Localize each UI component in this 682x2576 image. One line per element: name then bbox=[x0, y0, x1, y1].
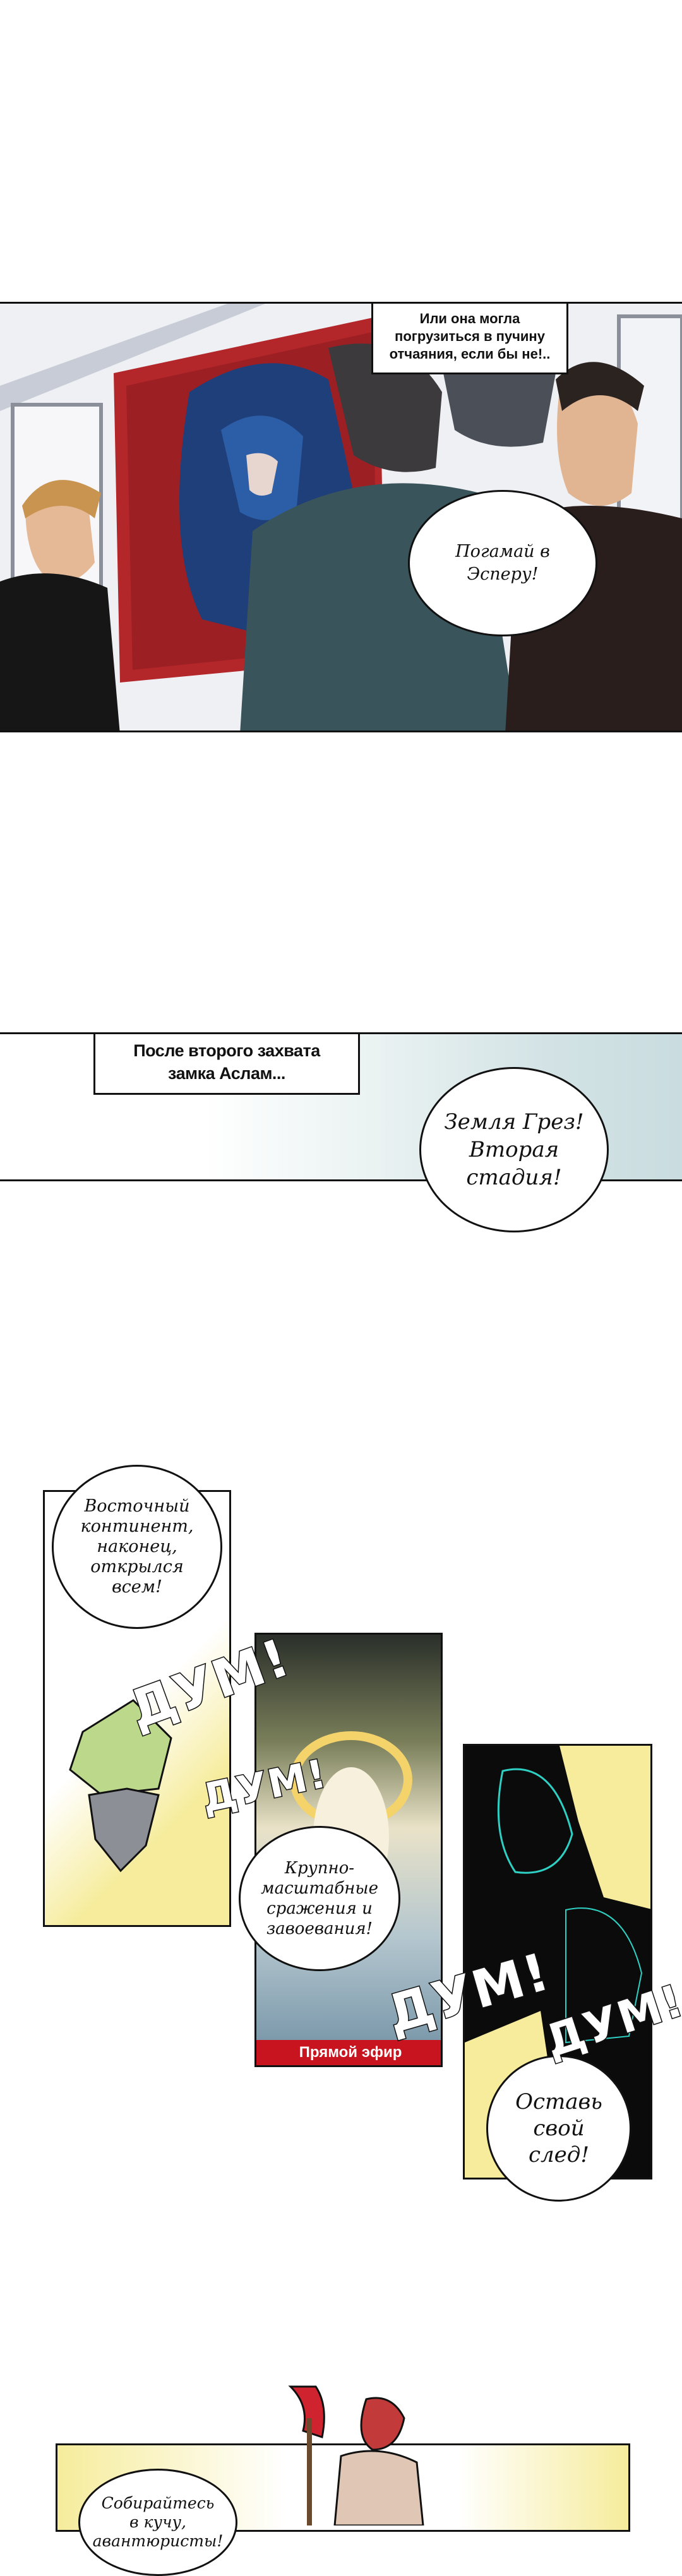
speech-bubble: Крупно- масштабные сражения и завоевания… bbox=[239, 1826, 400, 1971]
warrior-art bbox=[288, 2385, 424, 2525]
speech-bubble: Погамай в Эсперу! bbox=[408, 490, 597, 636]
train-scene-art bbox=[0, 304, 682, 730]
floating-island-art bbox=[69, 1699, 172, 1873]
panel-train-scene: Или она могла погрузиться в пучину отчая… bbox=[0, 302, 682, 732]
live-broadcast-badge: Прямой эфир bbox=[256, 2040, 441, 2065]
narration-caption: После второго захвата замка Аслам... bbox=[93, 1034, 360, 1095]
speech-bubble: Собирайтесь в кучу, авантюристы! bbox=[78, 2469, 237, 2576]
speech-bubble: Оставь свой след! bbox=[486, 2055, 631, 2202]
speech-bubble: Восточный континент, наконец, открылся в… bbox=[52, 1465, 222, 1629]
speech-bubble: Земля Грез! Вторая стадия! bbox=[419, 1067, 609, 1232]
narration-caption: Или она могла погрузиться в пучину отчая… bbox=[371, 304, 568, 374]
